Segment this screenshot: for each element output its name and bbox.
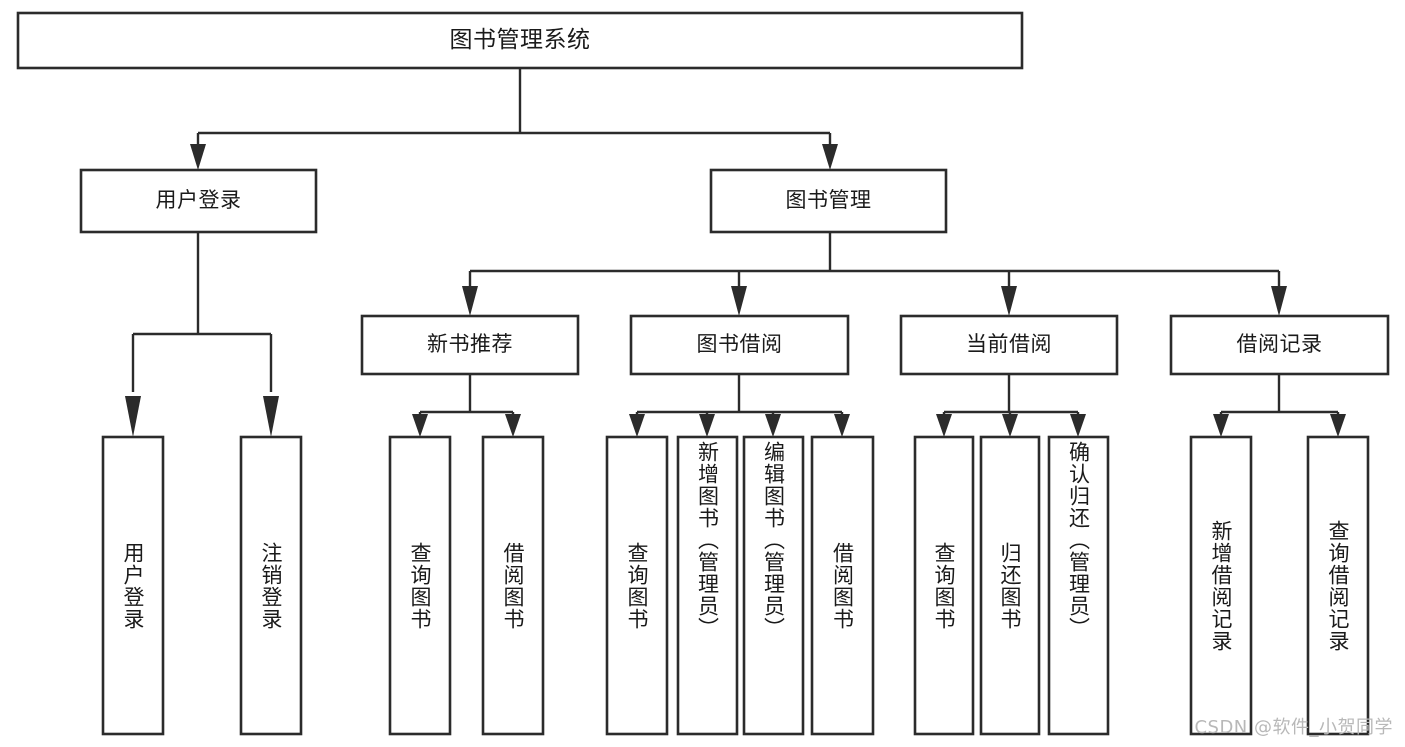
arrow-head-book-borrow (731, 286, 747, 316)
connector-group-book-mgmt (462, 232, 1287, 316)
node-box-leaf-query-book-cb[interactable] (913, 435, 975, 736)
node-box-leaf-user-login[interactable] (101, 435, 165, 736)
arrow-head-leaf-logout (263, 396, 279, 437)
node-box-leaf-query-book-nb[interactable] (388, 435, 452, 736)
node-box-leaf-add-book-admin[interactable] (676, 435, 739, 736)
node-box-leaf-borrow-book-nb[interactable] (481, 435, 545, 736)
node-box-root[interactable] (16, 11, 1024, 70)
node-box-book-management[interactable] (709, 168, 948, 234)
node-box-current-borrow[interactable] (899, 314, 1119, 376)
arrow-head-leaf-user-login (125, 396, 141, 437)
connector-group-user-login (125, 232, 279, 437)
connector-group-current-borrow (936, 374, 1086, 437)
node-box-user-login[interactable] (79, 168, 318, 234)
node-box-leaf-query-book-bb[interactable] (605, 435, 669, 736)
node-box-book-borrow[interactable] (629, 314, 850, 376)
node-box-leaf-confirm-return-admin[interactable] (1047, 435, 1110, 736)
arrow-head-nb-leaf-1 (412, 414, 428, 437)
arrow-head-bb-leaf-3 (765, 414, 781, 437)
arrow-head-cb-leaf-1 (936, 414, 952, 437)
arrow-head-borrow-record (1271, 286, 1287, 316)
arrow-head-new-book (462, 286, 478, 316)
connector-group-borrow-record (1213, 374, 1346, 437)
node-box-new-book-recommend[interactable] (360, 314, 580, 376)
node-box-leaf-edit-book-admin[interactable] (742, 435, 805, 736)
arrow-head-book-mgmt (822, 144, 838, 170)
arrow-head-br-leaf-2 (1330, 414, 1346, 437)
arrow-head-cb-leaf-3 (1070, 414, 1086, 437)
node-box-leaf-logout[interactable] (239, 435, 303, 736)
arrow-head-bb-leaf-1 (629, 414, 645, 437)
arrow-head-current-borrow (1001, 286, 1017, 316)
connector-group-book-borrow (629, 374, 850, 437)
arrow-head-cb-leaf-2 (1002, 414, 1018, 437)
node-box-leaf-return-book[interactable] (979, 435, 1041, 736)
node-box-borrow-record[interactable] (1169, 314, 1390, 376)
arrow-head-bb-leaf-4 (834, 414, 850, 437)
connector-group-new-book (412, 374, 521, 437)
arrow-head-nb-leaf-2 (505, 414, 521, 437)
arrow-head-br-leaf-1 (1213, 414, 1229, 437)
node-box-leaf-query-borrow-record[interactable] (1306, 435, 1370, 736)
arrow-head-user-login (190, 144, 206, 170)
arrow-head-bb-leaf-2 (699, 414, 715, 437)
node-box-leaf-borrow-book-bb[interactable] (810, 435, 875, 736)
connector-group-root (190, 68, 838, 170)
node-box-leaf-add-borrow-record[interactable] (1189, 435, 1253, 736)
